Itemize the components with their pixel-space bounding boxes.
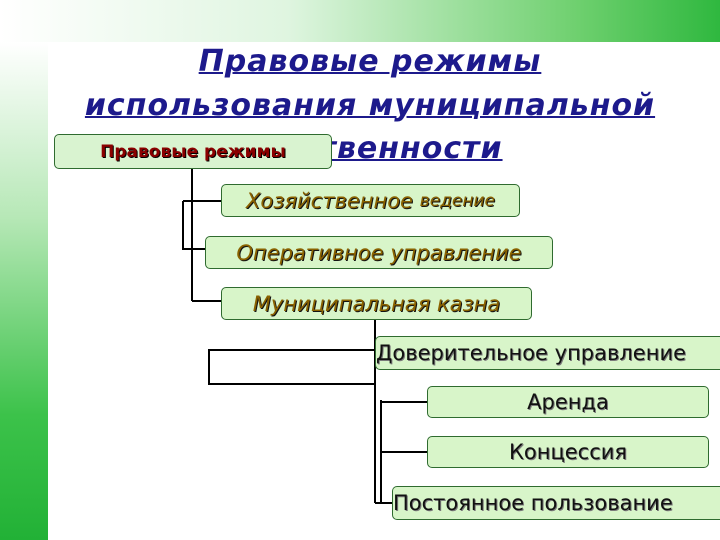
- node-municipal-treasury: Муниципальная казна: [221, 287, 532, 320]
- connector-bracket: [208, 349, 375, 385]
- node-operational-management-label: Оперативное управление: [236, 240, 522, 265]
- slide-title-line-2: использования муниципальной: [84, 88, 656, 123]
- node-economic-management-label-rest: ведение: [419, 190, 495, 211]
- root-node-label: Правовые режимы: [100, 141, 286, 162]
- node-economic-management: Хозяйственное ведение: [221, 184, 520, 217]
- node-municipal-treasury-label: Муниципальная казна: [252, 291, 501, 316]
- slide-title-line-1: Правовые режимы: [198, 44, 542, 79]
- node-operational-management: Оперативное управление: [205, 236, 553, 269]
- node-trust-management-label: Доверительное управление: [376, 341, 687, 365]
- connector-loop-left: [182, 201, 205, 250]
- node-lease: Аренда: [427, 386, 709, 418]
- node-trust-management: Доверительное управление: [375, 336, 720, 370]
- node-lease-label: Аренда: [527, 390, 609, 414]
- left-gradient-band: [0, 42, 48, 540]
- node-economic-management-label-main: Хозяйственное: [245, 188, 413, 213]
- node-concession-label: Концессия: [508, 440, 628, 464]
- node-permanent-use-label: Постоянное пользование: [393, 491, 673, 515]
- top-gradient-band: [0, 0, 720, 42]
- node-permanent-use: Постоянное пользование: [392, 486, 720, 520]
- node-concession: Концессия: [427, 436, 709, 468]
- root-node-legal-regimes: Правовые режимы: [54, 134, 332, 169]
